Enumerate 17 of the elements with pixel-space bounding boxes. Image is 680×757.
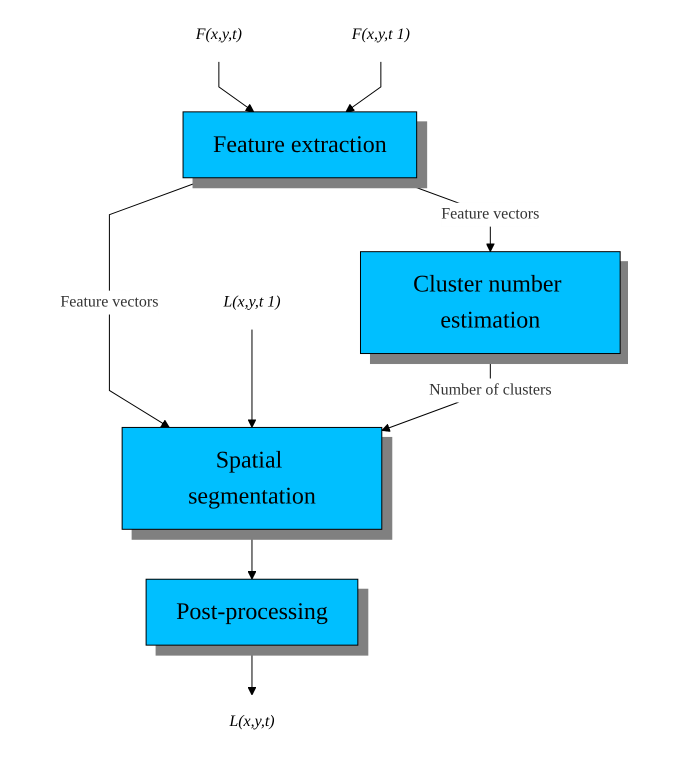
edge-label: Feature vectors xyxy=(60,294,158,311)
node-text: L(x,y,t) xyxy=(229,713,274,730)
node-text: F(x,y,t) xyxy=(196,26,242,43)
node-box: Feature extraction xyxy=(182,111,417,178)
node-text: L(x,y,t 1) xyxy=(223,294,280,311)
arrow xyxy=(218,61,254,112)
node-text: F(x,y,t 1) xyxy=(352,26,410,43)
edge-label: Feature vectors xyxy=(441,206,540,223)
node-box: Cluster number estimation xyxy=(360,251,620,354)
node-box: Post-processing xyxy=(145,578,358,646)
arrow xyxy=(247,528,256,580)
arrow xyxy=(108,177,210,428)
arrow xyxy=(345,61,382,112)
arrow xyxy=(247,644,256,696)
node-box: Spatial segmentation xyxy=(121,426,382,530)
arrow xyxy=(247,329,256,428)
edge-label: Number of clusters xyxy=(428,381,552,398)
